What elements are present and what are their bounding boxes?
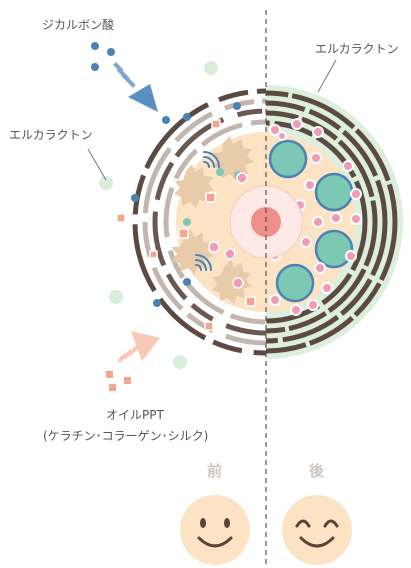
elcaractone-floating-dots xyxy=(99,61,218,369)
left-pink-dots xyxy=(208,172,248,289)
oil-ppt-arrow-icon xyxy=(117,331,160,363)
before-face-icon xyxy=(180,495,250,565)
elcaractone-left-label: エルカラクトン xyxy=(9,128,93,142)
oil-ppt-squares xyxy=(106,371,131,391)
before-label: 前 xyxy=(207,462,223,480)
repaired-half xyxy=(266,85,403,359)
left-blue-dots xyxy=(131,102,241,307)
right-elcaractone-pointer xyxy=(317,59,337,93)
dicarboxylic-acid-arrow-icon xyxy=(113,62,158,112)
after-label: 後 xyxy=(309,462,325,480)
damaged-half xyxy=(116,88,266,356)
after-face-icon xyxy=(282,495,352,565)
right-cuticle-rings xyxy=(266,90,398,354)
oil-ppt-detail-label: (ケラチン･コラーゲン･シルク) xyxy=(43,429,209,443)
right-pink-dots xyxy=(269,118,362,316)
teal-macrofibril-icon xyxy=(268,139,354,303)
left-cuticle-rings xyxy=(132,88,266,356)
wifi-wave-icon xyxy=(195,151,220,271)
elcaractone-right-label: エルカラクトン xyxy=(315,42,399,56)
left-elcaractone-pointer xyxy=(87,148,107,181)
oil-ppt-label: オイルPPT xyxy=(106,408,164,422)
dicarboxylic-acid-dots xyxy=(91,42,115,71)
dicarboxylic-acid-label: ジカルボン酸 xyxy=(42,18,115,32)
